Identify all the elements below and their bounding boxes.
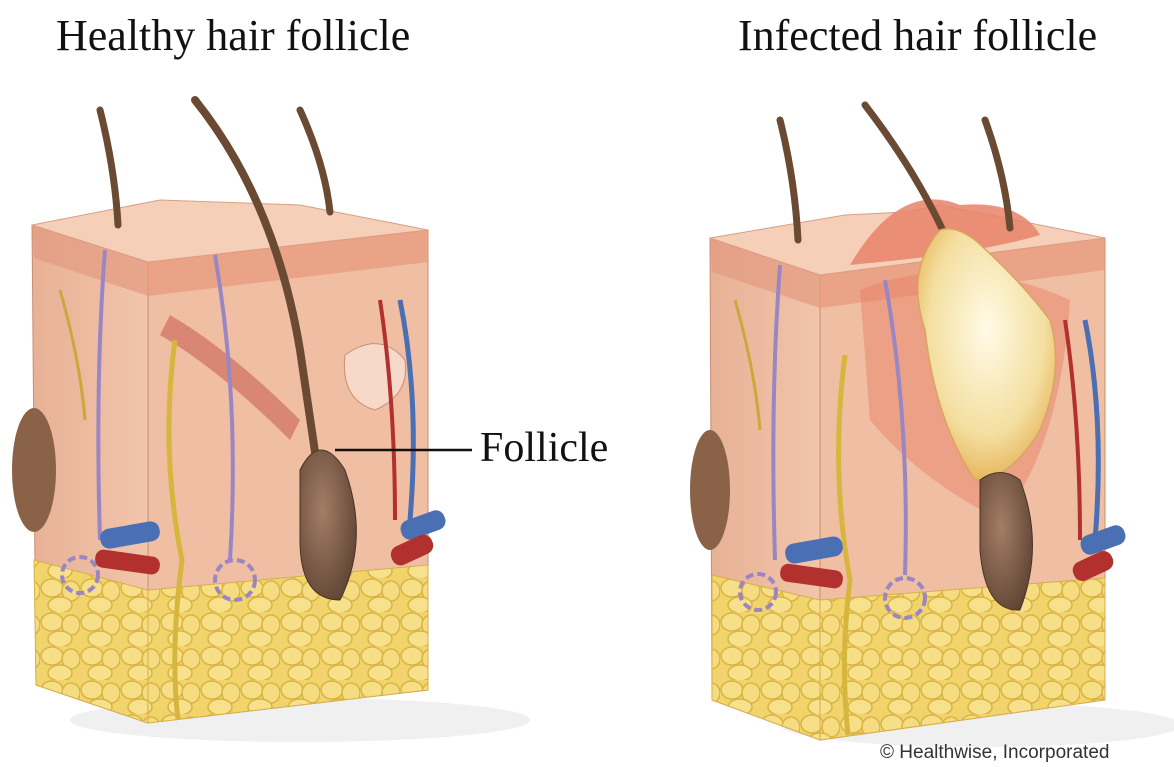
healthy-skin-block (12, 100, 530, 742)
infected-skin-block (690, 105, 1174, 747)
follicle-label: Follicle (480, 423, 608, 473)
copyright-credit: © Healthwise, Incorporated (880, 742, 1109, 764)
